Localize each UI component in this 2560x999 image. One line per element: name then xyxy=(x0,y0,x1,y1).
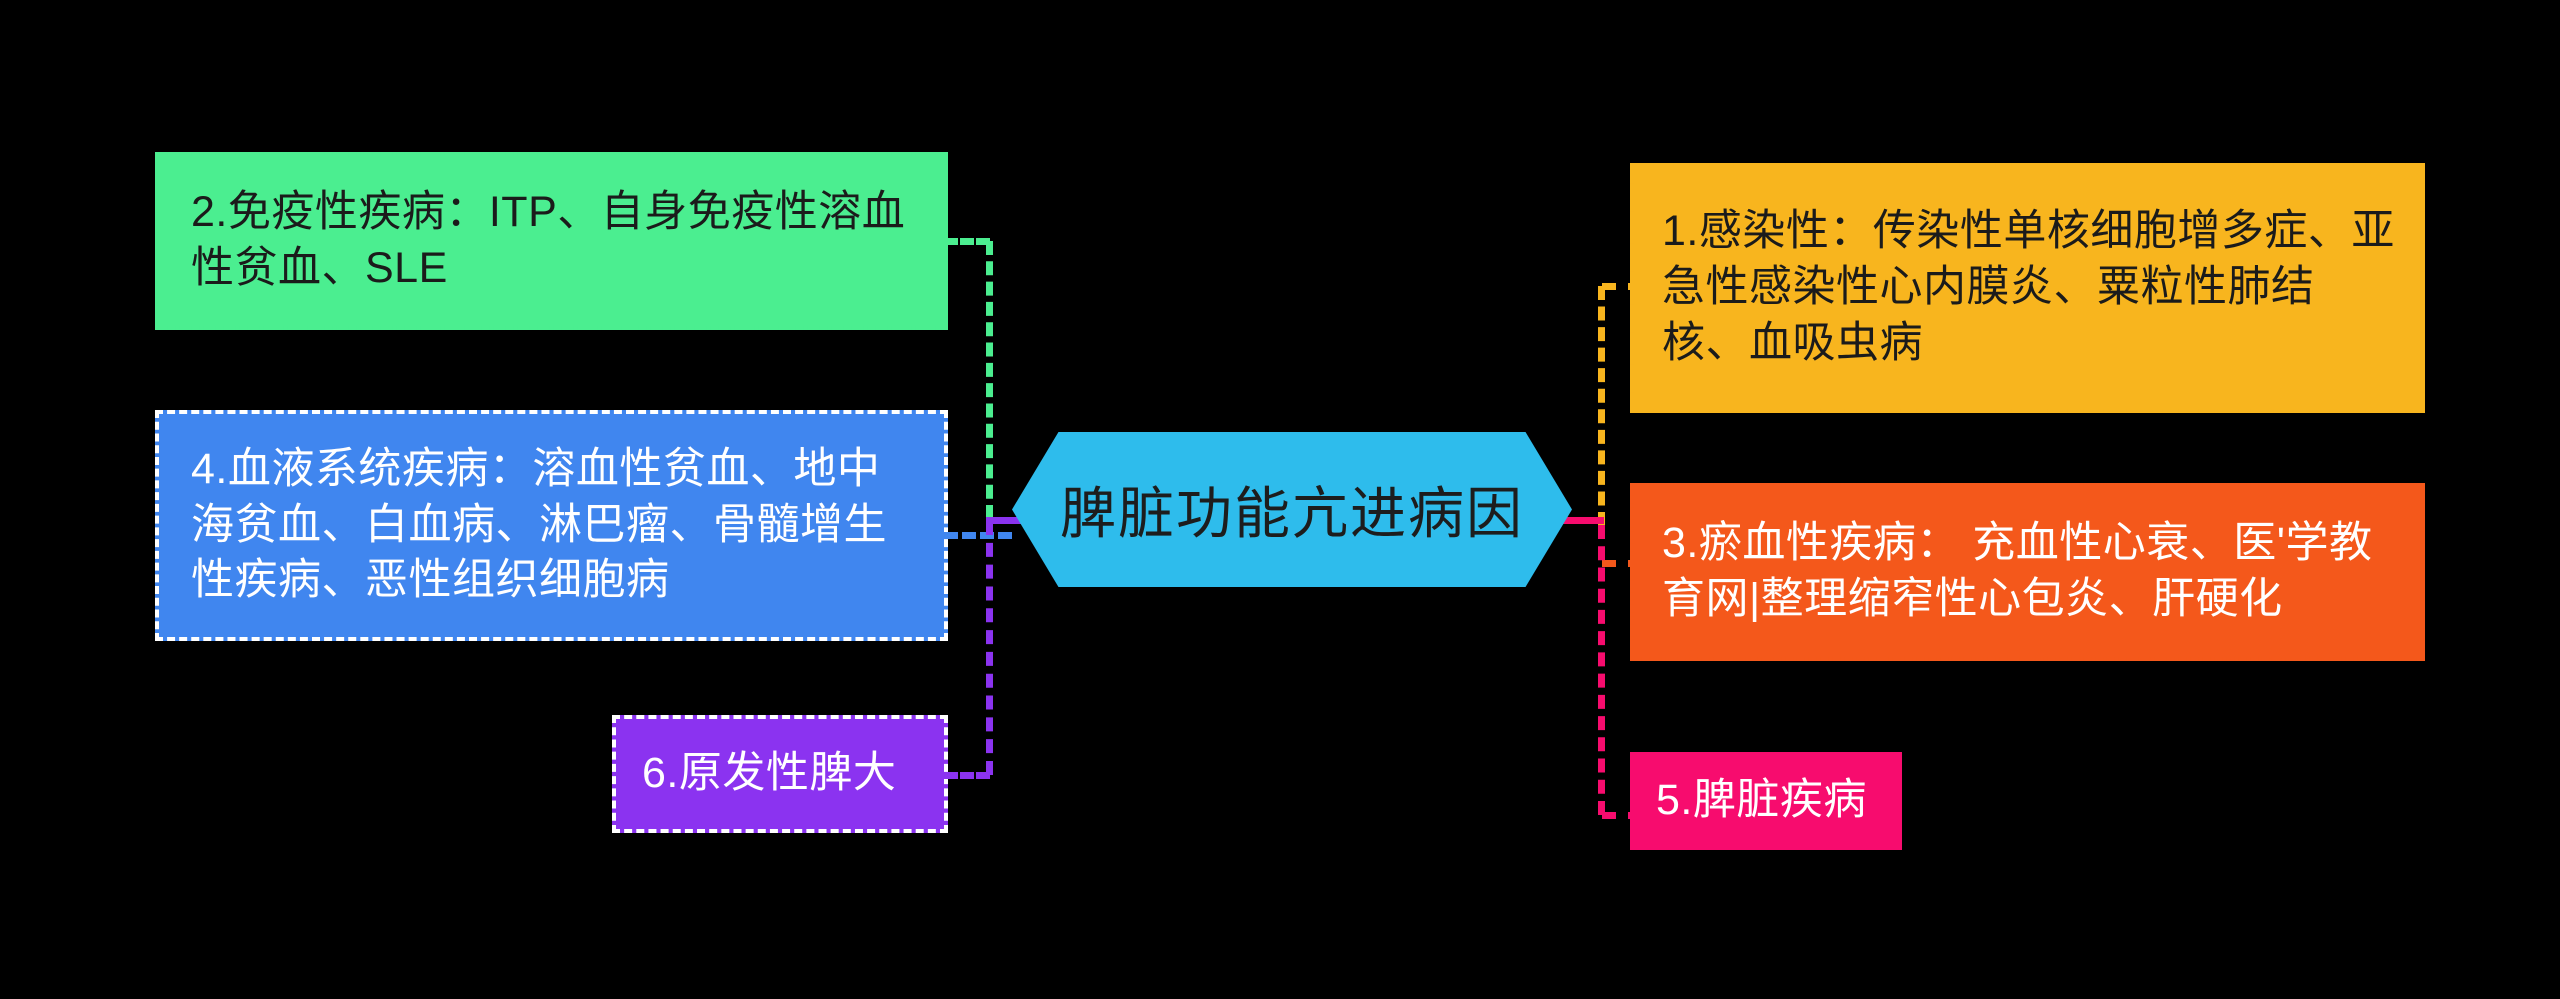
node-immune-disease-label: 2.免疫性疾病：ITP、自身免疫性溶血性贫血、SLE xyxy=(191,188,906,292)
node-infectious-disease[interactable]: 1.感染性：传染性单核细胞增多症、亚急性感染性心内膜炎、粟粒性肺结核、血吸虫病 xyxy=(1630,163,2425,413)
connector-infection-spine xyxy=(1598,286,1605,526)
connector-primary-stub xyxy=(944,772,990,779)
connector-immune-spine xyxy=(986,241,993,519)
node-blood-system-disease-label: 4.血液系统疾病：溶血性贫血、地中海贫血、白血病、淋巴瘤、骨髓增生性疾病、恶性组… xyxy=(191,444,887,605)
connector-infection-stub xyxy=(1602,283,1642,290)
connector-immune-stub xyxy=(944,238,990,245)
node-congestive-disease[interactable]: 3.瘀血性疾病： 充血性心衰、医'学教育网|整理缩窄性心包炎、肝硬化 xyxy=(1630,483,2425,661)
node-primary-splenomegaly-label: 6.原发性脾大 xyxy=(642,749,897,798)
connector-blood-stub xyxy=(944,532,1012,539)
connector-center-left-link xyxy=(986,517,1048,524)
node-spleen-disease[interactable]: 5.脾脏疾病 xyxy=(1630,752,1902,850)
connector-congestive-stub xyxy=(1602,560,1642,567)
center-node-spleen-hyperfunction[interactable]: 脾脏功能亢进病因 xyxy=(1012,432,1572,587)
connector-spleen-stub xyxy=(1602,812,1642,819)
node-congestive-disease-label: 3.瘀血性疾病： 充血性心衰、医'学教育网|整理缩窄性心包炎、肝硬化 xyxy=(1662,519,2373,623)
connector-spleen-spine xyxy=(1598,525,1605,815)
connector-primary-spine xyxy=(986,521,993,775)
center-node-label: 脾脏功能亢进病因 xyxy=(1060,482,1524,545)
node-primary-splenomegaly[interactable]: 6.原发性脾大 xyxy=(612,715,948,833)
node-infectious-disease-label: 1.感染性：传染性单核细胞增多症、亚急性感染性心内膜炎、粟粒性肺结核、血吸虫病 xyxy=(1662,207,2395,367)
node-immune-disease[interactable]: 2.免疫性疾病：ITP、自身免疫性溶血性贫血、SLE xyxy=(155,152,948,330)
connector-center-right-link xyxy=(1540,517,1604,524)
node-blood-system-disease[interactable]: 4.血液系统疾病：溶血性贫血、地中海贫血、白血病、淋巴瘤、骨髓增生性疾病、恶性组… xyxy=(155,410,948,641)
node-spleen-disease-label: 5.脾脏疾病 xyxy=(1656,776,1867,825)
